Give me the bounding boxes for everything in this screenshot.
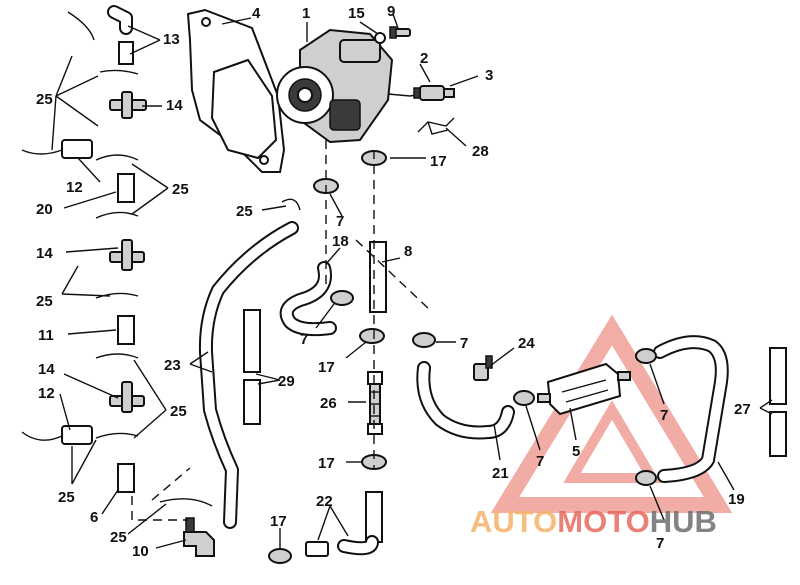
- watermark-auto: AUTO: [470, 504, 557, 539]
- callout-23: 23: [164, 357, 181, 374]
- callout-7f: 7: [656, 535, 664, 552]
- hose-clamp: [268, 150, 657, 564]
- tee-fitting: [109, 91, 147, 413]
- short-hose-with-wire: [21, 139, 93, 445]
- curved-hose-21: [416, 361, 515, 440]
- hose-section-20: [117, 173, 135, 203]
- long-fuel-hose: [198, 221, 299, 529]
- u-hose-19: [653, 335, 729, 483]
- fuel-pump: [276, 28, 423, 144]
- callout-20: 20: [36, 201, 53, 218]
- callout-7e: 7: [660, 407, 668, 424]
- callout-7a: 7: [336, 213, 344, 230]
- hose-sections-27: [769, 347, 787, 457]
- callout-8: 8: [404, 243, 412, 260]
- callout-22: 22: [316, 493, 333, 510]
- hose-section-6: [117, 463, 135, 493]
- curved-hose-18: [279, 261, 337, 337]
- callout-4: 4: [252, 5, 261, 22]
- watermark-moto: MOTO: [557, 504, 649, 539]
- callout-9: 9: [387, 3, 395, 20]
- hose-sections-29: [243, 309, 261, 425]
- callout-21: 21: [492, 465, 509, 482]
- callout-25f: 25: [110, 529, 127, 546]
- callout-25e: 25: [58, 489, 75, 506]
- callout-11: 11: [38, 327, 54, 344]
- callout-25a: 25: [36, 91, 53, 108]
- hose-section-8: [369, 241, 387, 313]
- callout-leaders: [51, 13, 773, 549]
- callout-28: 28: [472, 143, 489, 160]
- callout-1: 1: [302, 5, 310, 22]
- assembly-lines: [131, 140, 431, 521]
- callout-26: 26: [320, 395, 337, 412]
- callout-13: 13: [163, 31, 180, 48]
- pump-fitting: [413, 85, 455, 101]
- callout-29: 29: [278, 373, 295, 390]
- callout-14c: 14: [38, 361, 55, 378]
- screw: [389, 26, 411, 39]
- mounting-plate: [186, 8, 286, 173]
- callout-numbers: 1 4 15 9 2 3 28 13 25 14 12 25 20 14 25 …: [36, 3, 751, 560]
- callout-14a: 14: [166, 97, 183, 114]
- callout-10: 10: [132, 543, 149, 560]
- callout-7c: 7: [460, 335, 468, 352]
- callout-19: 19: [728, 491, 745, 508]
- check-valve: [473, 355, 493, 381]
- callout-24: 24: [518, 335, 535, 352]
- callout-2: 2: [420, 50, 428, 67]
- callout-12a: 12: [66, 179, 83, 196]
- hose-section-11: [117, 315, 135, 345]
- callout-5: 5: [572, 443, 580, 460]
- short-hose: [107, 5, 134, 65]
- callout-25d: 25: [170, 403, 187, 420]
- watermark-triangle: [490, 314, 733, 513]
- callout-17c: 17: [318, 455, 335, 472]
- callout-17b: 17: [318, 359, 335, 376]
- svg-text:AUTOMOTOHUB: AUTOMOTOHUB: [470, 504, 717, 539]
- callout-7b: 7: [300, 331, 308, 348]
- callout-25c: 25: [36, 293, 53, 310]
- elbow-fitting: [183, 517, 215, 557]
- callout-25g: 25: [236, 203, 253, 220]
- callout-25b: 25: [172, 181, 189, 198]
- fuel-filter: [537, 362, 631, 416]
- callout-27: 27: [734, 401, 751, 418]
- callout-7d: 7: [536, 453, 544, 470]
- washer: [374, 32, 386, 44]
- callout-17d: 17: [270, 513, 287, 530]
- callout-14b: 14: [36, 245, 53, 262]
- hose-pair-22: [305, 491, 383, 557]
- watermark-hub: HUB: [650, 504, 717, 539]
- callout-15: 15: [348, 5, 365, 22]
- watermark-logo: AUTOMOTOHUB: [470, 504, 717, 539]
- clamp: [67, 11, 301, 507]
- callout-18: 18: [332, 233, 349, 250]
- callout-3: 3: [485, 67, 493, 84]
- callout-17a: 17: [430, 153, 447, 170]
- callout-12b: 12: [38, 385, 55, 402]
- spring-clip: [417, 117, 455, 135]
- callout-6: 6: [90, 509, 98, 526]
- inline-fitting: [367, 371, 383, 435]
